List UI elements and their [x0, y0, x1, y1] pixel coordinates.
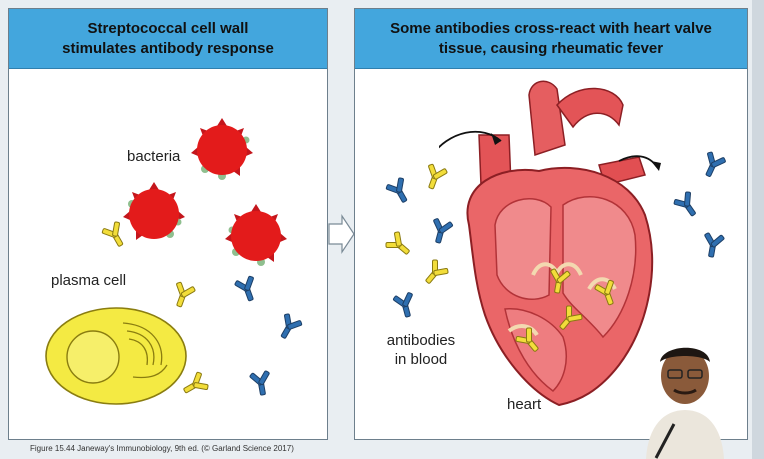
- antibody-free-yellow-3: [421, 259, 449, 287]
- antibody-yellow-1: [101, 221, 129, 249]
- antibody-free-blue-3: [391, 291, 419, 319]
- plasma-cell-label: plasma cell: [51, 271, 126, 290]
- antibody-bound-4: [515, 327, 543, 355]
- antibody-free-blue-4: [699, 151, 727, 179]
- antibody-blue-1: [233, 275, 261, 303]
- panel-transition-arrow: [328, 214, 356, 254]
- right-title-line1: Some antibodies cross-react with heart v…: [390, 19, 712, 39]
- left-title-line2: stimulates antibody response: [62, 39, 274, 59]
- background-strip: [752, 0, 764, 459]
- antibody-blue-2: [275, 313, 303, 341]
- right-panel-header: Some antibodies cross-react with heart v…: [355, 9, 747, 69]
- antibody-free-blue-6: [699, 231, 727, 259]
- antibodies-label-line2: in blood: [381, 350, 461, 369]
- antibody-yellow-3: [181, 371, 209, 399]
- antibody-blue-3: [247, 369, 275, 397]
- antibody-free-blue-2: [427, 217, 455, 245]
- bacterium-1: [189, 117, 255, 183]
- antibody-free-blue-5: [673, 191, 701, 219]
- antibody-free-yellow-2: [385, 231, 413, 259]
- bacterium-3: [223, 203, 289, 269]
- left-title-line1: Streptococcal cell wall: [62, 19, 274, 39]
- plasma-cell: [43, 299, 193, 409]
- bacterium-2: [121, 181, 187, 247]
- antibody-bound-1: [545, 267, 573, 295]
- left-panel-header: Streptococcal cell wall stimulates antib…: [9, 9, 327, 69]
- antibody-bound-2: [593, 279, 621, 307]
- bacteria-label: bacteria: [127, 147, 180, 166]
- figure-caption: Figure 15.44 Janeway's Immunobiology, 9t…: [30, 444, 294, 453]
- heart-illustration: [439, 75, 669, 415]
- right-title-line2: tissue, causing rheumatic fever: [390, 39, 712, 59]
- antibody-free-yellow-1: [421, 163, 449, 191]
- antibody-bound-3: [555, 305, 583, 333]
- antibody-yellow-2: [169, 281, 197, 309]
- left-panel: Streptococcal cell wall stimulates antib…: [8, 8, 328, 440]
- antibodies-label-line1: antibodies: [381, 331, 461, 350]
- antibodies-in-blood-label: antibodies in blood: [381, 331, 461, 369]
- antibody-free-blue-1: [385, 177, 413, 205]
- heart-label: heart: [507, 395, 541, 414]
- presenter-video: [640, 340, 730, 459]
